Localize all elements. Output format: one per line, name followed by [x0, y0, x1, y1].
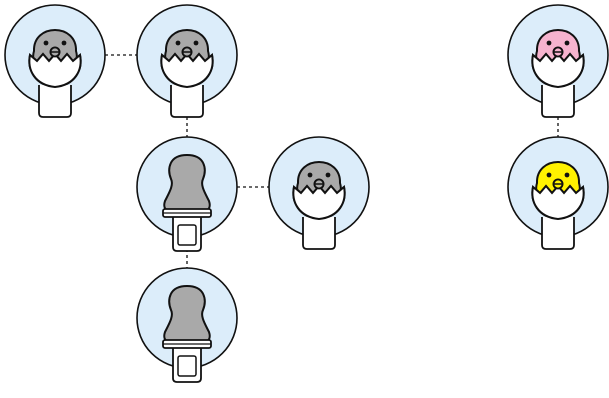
egg-blob	[164, 286, 210, 342]
egg-cup-stand	[171, 85, 203, 117]
card-gray-bird-1[interactable]	[5, 5, 105, 117]
card-gray-bird-3[interactable]	[269, 137, 369, 249]
egg-cup-stand	[542, 85, 574, 117]
egg-cup-stand	[39, 85, 71, 117]
chick-right-eye	[565, 41, 570, 46]
egg-cup-stand	[542, 217, 574, 249]
chick-right-eye	[62, 41, 67, 46]
card-pink-bird[interactable]	[508, 5, 608, 117]
chick-left-eye	[44, 41, 49, 46]
chick-left-eye	[308, 173, 313, 178]
egg-cup-stand	[303, 217, 335, 249]
chick-right-eye	[194, 41, 199, 46]
card-gray-egg-2[interactable]	[137, 268, 237, 382]
card-yellow-bird[interactable]	[508, 137, 608, 249]
card-gray-egg-1[interactable]	[137, 137, 237, 251]
chick-left-eye	[547, 41, 552, 46]
card-gray-bird-2[interactable]	[137, 5, 237, 117]
chick-right-eye	[565, 173, 570, 178]
chick-left-eye	[176, 41, 181, 46]
chick-left-eye	[547, 173, 552, 178]
egg-blob	[164, 155, 210, 211]
chick-right-eye	[326, 173, 331, 178]
